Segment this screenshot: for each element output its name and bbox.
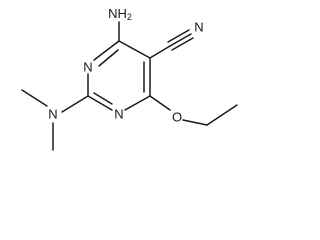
amino-group-label: NH2 xyxy=(108,6,132,23)
bond-c6-n1 xyxy=(124,95,151,111)
dimethylamino-nitrogen-label: N xyxy=(48,107,57,122)
atom-labels: NH2 N N N N O xyxy=(48,6,203,125)
nitrile-nitrogen-label: N xyxy=(194,20,203,35)
bond-nitrile-triple-3 xyxy=(171,37,194,51)
bond-n1-c2 xyxy=(87,95,113,111)
ring-nitrogen-lower-label: N xyxy=(114,107,123,122)
bond-c6-o xyxy=(149,95,171,111)
bond-c2-nme2 xyxy=(61,95,89,113)
bond-nitrile-triple-2 xyxy=(167,29,190,43)
bond-n3-c4-inner xyxy=(98,49,119,67)
chemical-structure-diagram: NH2 N N N N O xyxy=(21,6,238,151)
ring-nitrogen-upper-label: N xyxy=(83,60,92,75)
bond-n1-c2-inner xyxy=(93,92,113,105)
bond-o-ch2 xyxy=(182,119,208,126)
bond-c5-nitrile-c xyxy=(149,45,171,59)
bond-c4-c5 xyxy=(118,40,151,59)
bond-n3-c4 xyxy=(93,40,120,61)
bonds xyxy=(21,21,238,151)
bond-n-methyl-up xyxy=(21,89,48,107)
bond-ch2-ch3 xyxy=(206,104,238,126)
bond-nitrile-triple-1 xyxy=(169,33,192,47)
ether-oxygen-label: O xyxy=(172,110,182,125)
